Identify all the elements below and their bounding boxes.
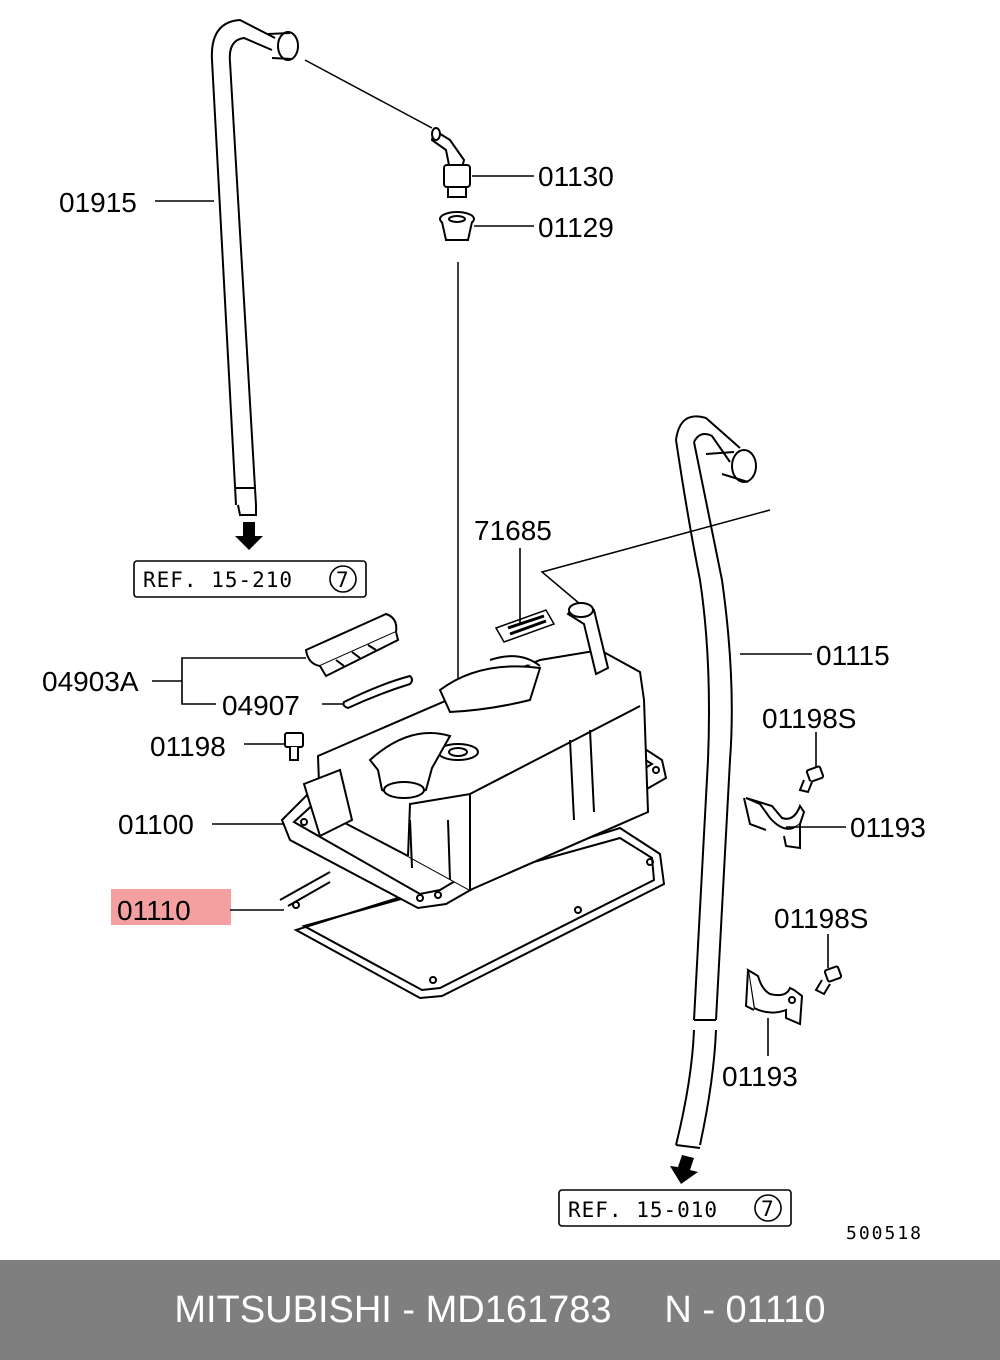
clamp-01193-lower [744,968,804,1026]
callout-71685[interactable]: 71685 [474,515,552,546]
grommet-01129 [439,211,475,241]
exploded-parts-diagram: REF. 15-210 7 [42,18,926,1244]
oil-filler-cap-04903a [304,612,400,678]
footer-part-info: MITSUBISHI - MD161783 N - 01110 [174,1288,826,1331]
connector-line-01115 [540,509,771,605]
rocker-cover-01100 [280,648,668,910]
leader-lines [152,175,846,1056]
gasket-01110 [279,826,666,1000]
callout-01193-lower[interactable]: 01193 [722,1061,798,1092]
arrow-down-icon [670,1155,698,1184]
callout-04907[interactable]: 04907 [222,690,300,721]
cover-nipple [566,602,610,676]
pcv-valve-01130 [430,127,471,198]
callout-01100[interactable]: 01100 [118,809,194,840]
callout-04903a[interactable]: 04903A [42,666,139,697]
callout-01193-upper[interactable]: 01193 [850,812,926,843]
callout-01130[interactable]: 01130 [538,161,614,192]
hose-01915 [210,18,299,516]
callout-01198s-lower[interactable]: 01198S [774,903,868,934]
diagram-canvas: REF. 15-210 7 [42,18,926,1244]
label-plate-71685 [494,609,556,643]
callout-01115[interactable]: 01115 [816,640,890,671]
hose-01115 [675,415,757,1149]
connector-line-01915 [304,59,433,129]
arrow-down-icon [235,522,263,550]
reference-box-lower[interactable]: REF. 15-010 7 [558,1189,792,1227]
bolt-01198s-lower [814,965,843,996]
reference-circle-number-upper: 7 [336,568,350,592]
callout-01198[interactable]: 01198 [150,731,226,762]
callout-01915[interactable]: 01915 [59,187,137,218]
o-ring-04907 [342,674,413,710]
bolt-01198s-upper [798,765,825,794]
reference-text-lower: REF. 15-010 [568,1198,718,1222]
reference-box-upper[interactable]: REF. 15-210 7 [133,560,367,598]
callout-01198s-upper[interactable]: 01198S [762,703,856,734]
clamp-01193-upper [743,797,806,850]
footer-bar: MITSUBISHI - MD161783 N - 01110 [0,1260,1000,1360]
highlight-box-01110 [111,889,231,925]
reference-circle-number-lower: 7 [761,1197,775,1221]
drawing-number: 500518 [846,1223,923,1244]
reference-text-upper: REF. 15-210 [143,568,293,592]
bolt-01198 [284,732,304,761]
callout-01110[interactable]: 01110 [117,895,191,926]
callout-01129[interactable]: 01129 [538,212,614,243]
